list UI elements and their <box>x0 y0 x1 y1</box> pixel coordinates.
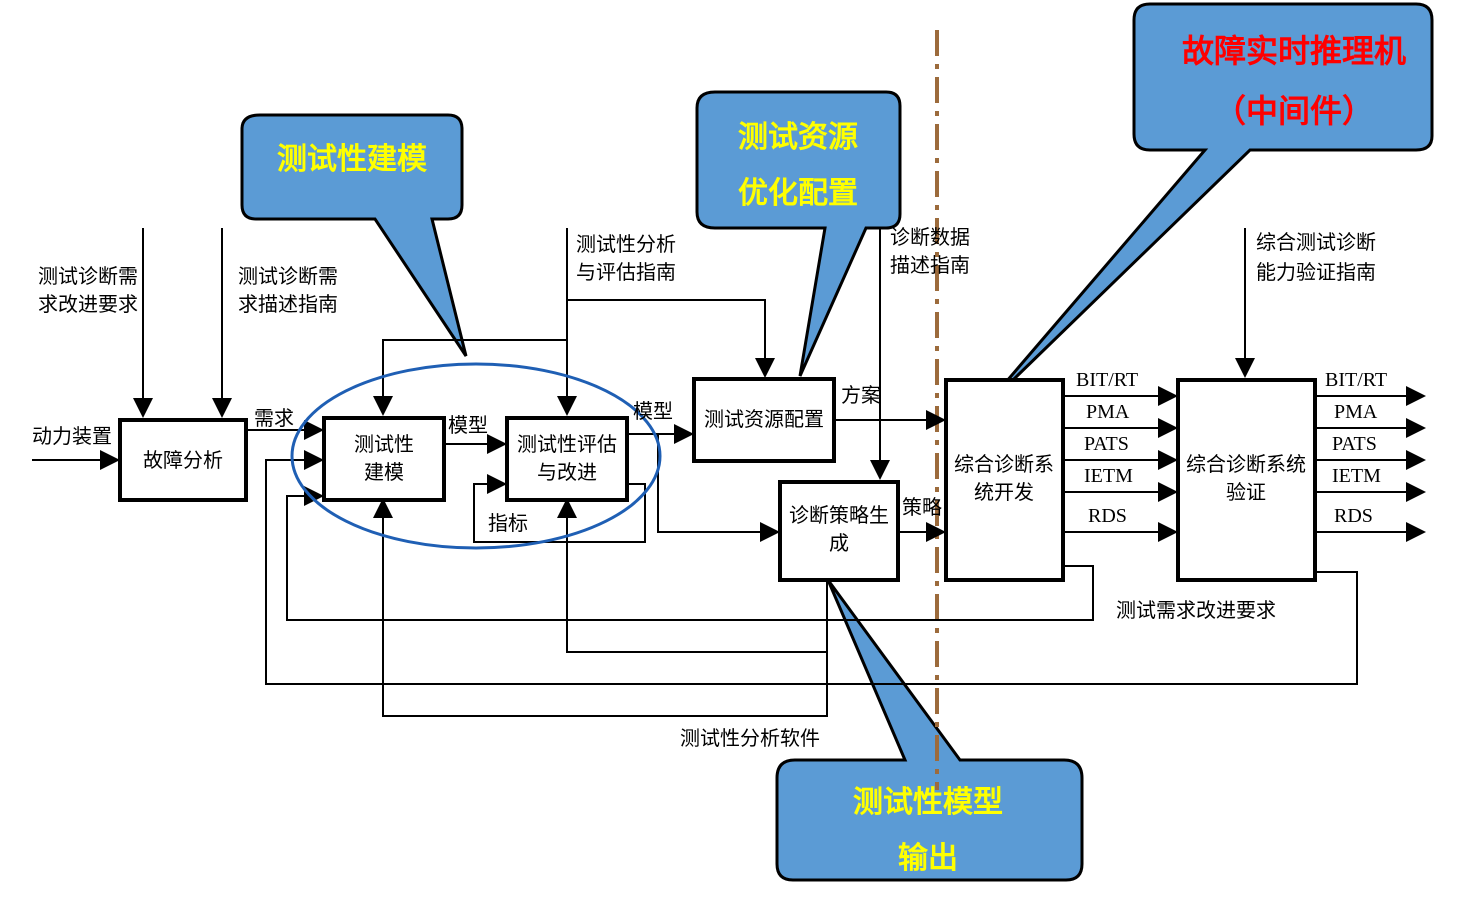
box-system-verify: 综合诊断系统 验证 <box>1176 378 1317 582</box>
label-analysis-guide-line1: 测试性分析 <box>576 232 676 256</box>
box-fault-analysis: 故障分析 <box>118 418 248 502</box>
label-strategy: 策略 <box>902 495 942 519</box>
box-strategy-label-2: 成 <box>829 531 849 555</box>
modeling-ellipse <box>290 362 662 550</box>
box-evaluation: 测试性评估 与改进 <box>505 416 629 502</box>
label-diag-data-line2: 描述指南 <box>890 253 970 277</box>
label-verify-out-3: IETM <box>1332 465 1381 487</box>
label-verify-out-2: PATS <box>1332 433 1377 455</box>
label-model-2: 模型 <box>633 399 673 423</box>
label-software: 测试性分析软件 <box>680 726 820 750</box>
callout-modeling-text: 测试性建模 <box>277 142 427 177</box>
label-verify-guide-line2: 能力验证指南 <box>1256 260 1376 284</box>
box-fault-analysis-label: 故障分析 <box>143 448 223 472</box>
box-modeling-label-1: 测试性 <box>354 432 414 456</box>
label-dev-out-1: PMA <box>1086 401 1130 423</box>
label-metric: 指标 <box>488 511 528 535</box>
label-diag-data-line1: 诊断数据 <box>890 225 970 249</box>
label-verify-out-1: PMA <box>1334 401 1378 423</box>
box-system-dev: 综合诊断系 统开发 <box>944 378 1065 582</box>
callout-resource-text-2: 优化配置 <box>738 176 858 211</box>
box-evaluation-label-2: 与改进 <box>537 460 597 484</box>
callout-model-output: 测试性模型 输出 <box>775 579 1084 882</box>
callout-engine: 故障实时推理机 （中间件） <box>980 2 1434 412</box>
label-model-1: 模型 <box>448 413 488 437</box>
callout-modeling: 测试性建模 <box>240 113 468 357</box>
label-req1-line1: 测试诊断需 <box>38 264 138 288</box>
label-dev-out-0: BIT/RT <box>1076 369 1138 391</box>
label-req1-line2: 求改进要求 <box>38 292 138 316</box>
box-evaluation-label-1: 测试性评估 <box>517 432 617 456</box>
box-system-verify-label-2: 验证 <box>1226 480 1266 504</box>
callout-resource-text-1: 测试资源 <box>738 120 858 155</box>
box-strategy-label-1: 诊断策略生 <box>789 503 889 527</box>
label-dev-out-2: PATS <box>1084 433 1129 455</box>
label-verify-out-4: RDS <box>1334 505 1373 527</box>
label-verify-guide-line1: 综合测试诊断 <box>1256 230 1376 254</box>
label-verify-out-0: BIT/RT <box>1325 369 1387 391</box>
callout-engine-text-1: 故障实时推理机 <box>1182 32 1406 70</box>
box-strategy: 诊断策略生 成 <box>778 480 900 582</box>
box-modeling-label-2: 建模 <box>364 460 404 484</box>
label-dev-out-4: RDS <box>1088 505 1127 527</box>
label-power-device: 动力装置 <box>32 424 112 448</box>
box-resource-config: 测试资源配置 <box>692 377 836 463</box>
callout-model-output-text-2: 输出 <box>898 841 958 876</box>
box-system-verify-label-1: 综合诊断系统 <box>1186 452 1306 476</box>
label-analysis-guide-line2: 与评估指南 <box>576 260 676 284</box>
label-improve-req: 测试需求改进要求 <box>1116 598 1276 622</box>
label-plan: 方案 <box>841 383 881 407</box>
callout-engine-text-2: （中间件） <box>1214 92 1374 130</box>
callout-resource: 测试资源 优化配置 <box>695 90 902 377</box>
label-dev-out-3: IETM <box>1084 465 1133 487</box>
box-modeling: 测试性 建模 <box>322 416 446 502</box>
box-resource-config-label: 测试资源配置 <box>704 407 824 431</box>
box-system-dev-label-1: 综合诊断系 <box>954 452 1054 476</box>
label-req2-line2: 求描述指南 <box>238 292 338 316</box>
input-arrows <box>133 228 1255 480</box>
box-system-dev-label-2: 统开发 <box>974 480 1034 504</box>
flow-labels: 动力装置 测试诊断需 求改进要求 测试诊断需 求描述指南 测试性分析 与评估指南… <box>32 225 1387 750</box>
label-req2-line1: 测试诊断需 <box>238 264 338 288</box>
label-demand: 需求 <box>254 406 294 430</box>
flow-lines <box>32 299 1426 717</box>
callout-model-output-text-1: 测试性模型 <box>853 785 1003 820</box>
